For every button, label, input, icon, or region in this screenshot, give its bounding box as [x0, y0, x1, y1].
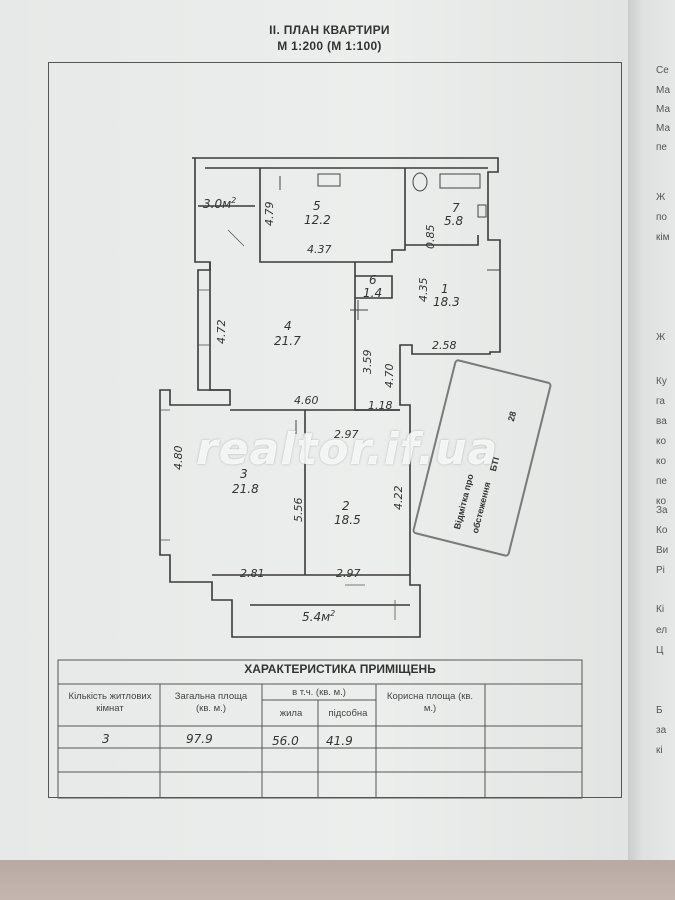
rp-line: Ма	[656, 123, 671, 134]
th-incl: в т.ч. (кв. м.)	[292, 687, 346, 698]
rp-line: ко	[656, 436, 667, 447]
rp-line: ел	[656, 625, 668, 636]
room-5-number: 5	[313, 199, 321, 213]
dim-460: 4.60	[294, 394, 319, 407]
rp-line: ва	[656, 416, 667, 427]
th-useful-area: Корисна площа (кв. м.)	[386, 691, 474, 714]
room-1-number: 1	[441, 282, 449, 296]
wall-room-4-left	[209, 262, 230, 391]
value-total-area: 97.9	[186, 732, 213, 746]
stove-icon	[317, 173, 341, 187]
value-living: 56.0	[272, 734, 299, 748]
th-rooms-count: Кількість житлових кімнат	[68, 691, 152, 714]
table-surface	[0, 860, 675, 900]
dim-297-bottom: 2.97	[336, 567, 361, 580]
rp-line: кі	[656, 745, 663, 756]
rp-line: Б	[656, 705, 663, 716]
toilet-icon	[412, 172, 428, 192]
room-6-number: 6	[369, 273, 377, 287]
room-3-area: 21.8	[232, 482, 259, 496]
rp-line: Ж	[656, 192, 666, 203]
outer-wall	[159, 157, 501, 638]
dim-281: 2.81	[240, 567, 265, 580]
table-title: ХАРАКТЕРИСТИКА ПРИМІЩЕНЬ	[244, 662, 436, 676]
room-1-area: 18.3	[433, 295, 460, 309]
rp-line: Ма	[656, 85, 671, 96]
dim-258: 2.58	[432, 339, 457, 352]
rp-line: Ц	[656, 645, 664, 656]
next-page	[628, 0, 675, 860]
th-living: жила	[279, 708, 303, 719]
rp-line: Ви	[656, 545, 669, 556]
rp-line: за	[656, 725, 667, 736]
rp-line: За	[656, 505, 668, 516]
value-rooms-count: 3	[102, 732, 110, 746]
plan-sheet	[0, 0, 628, 870]
bathtub-icon	[439, 173, 481, 189]
rp-line: пе	[656, 142, 667, 153]
scale-label: М 1:200 (М 1:100)	[277, 39, 382, 53]
room-4-number: 4	[284, 319, 292, 333]
room-6-area: 1.4	[363, 286, 383, 300]
room-7-area: 5.8	[444, 214, 464, 228]
rp-line: Рі	[656, 565, 665, 576]
wall-room-6	[355, 275, 393, 299]
th-auxiliary: підсобна	[328, 708, 368, 719]
rp-line: кім	[656, 232, 670, 243]
rp-line: га	[656, 396, 665, 407]
page-title: ІІ. ПЛАН КВАРТИРИ	[269, 23, 390, 37]
rp-line: Ку	[656, 376, 667, 387]
room-5-area: 12.2	[304, 213, 331, 227]
room-3-number: 3	[240, 467, 248, 481]
balcony-top-area: 3.0м2	[203, 196, 237, 211]
room-4-area: 21.7	[274, 334, 301, 348]
dim-437: 4.37	[307, 243, 332, 256]
dim-118: 1.18	[368, 399, 393, 412]
wall-room-7	[405, 235, 479, 246]
balcony-bottom-area: 5.4м2	[302, 609, 336, 624]
rp-line: Се	[656, 65, 669, 76]
rp-line: Ж	[656, 332, 666, 343]
rp-line: ко	[656, 496, 667, 507]
room-2-area: 18.5	[334, 513, 361, 527]
room-7-number: 7	[452, 201, 460, 215]
rp-line: Кі	[656, 604, 665, 615]
rp-line: ко	[656, 456, 667, 467]
dim-297-top: 2.97	[334, 428, 359, 441]
wall-room-5	[259, 168, 406, 263]
value-auxiliary: 41.9	[326, 734, 353, 748]
sink-icon	[477, 204, 487, 218]
rp-line: пе	[656, 476, 667, 487]
th-total-area: Загальна площа (кв. м.)	[174, 691, 248, 714]
rp-line: по	[656, 212, 667, 223]
room-2-number: 2	[342, 499, 350, 513]
rp-line: Ко	[656, 525, 668, 536]
watermark: realtor.if.ua	[196, 424, 499, 475]
rp-line: Ма	[656, 104, 671, 115]
